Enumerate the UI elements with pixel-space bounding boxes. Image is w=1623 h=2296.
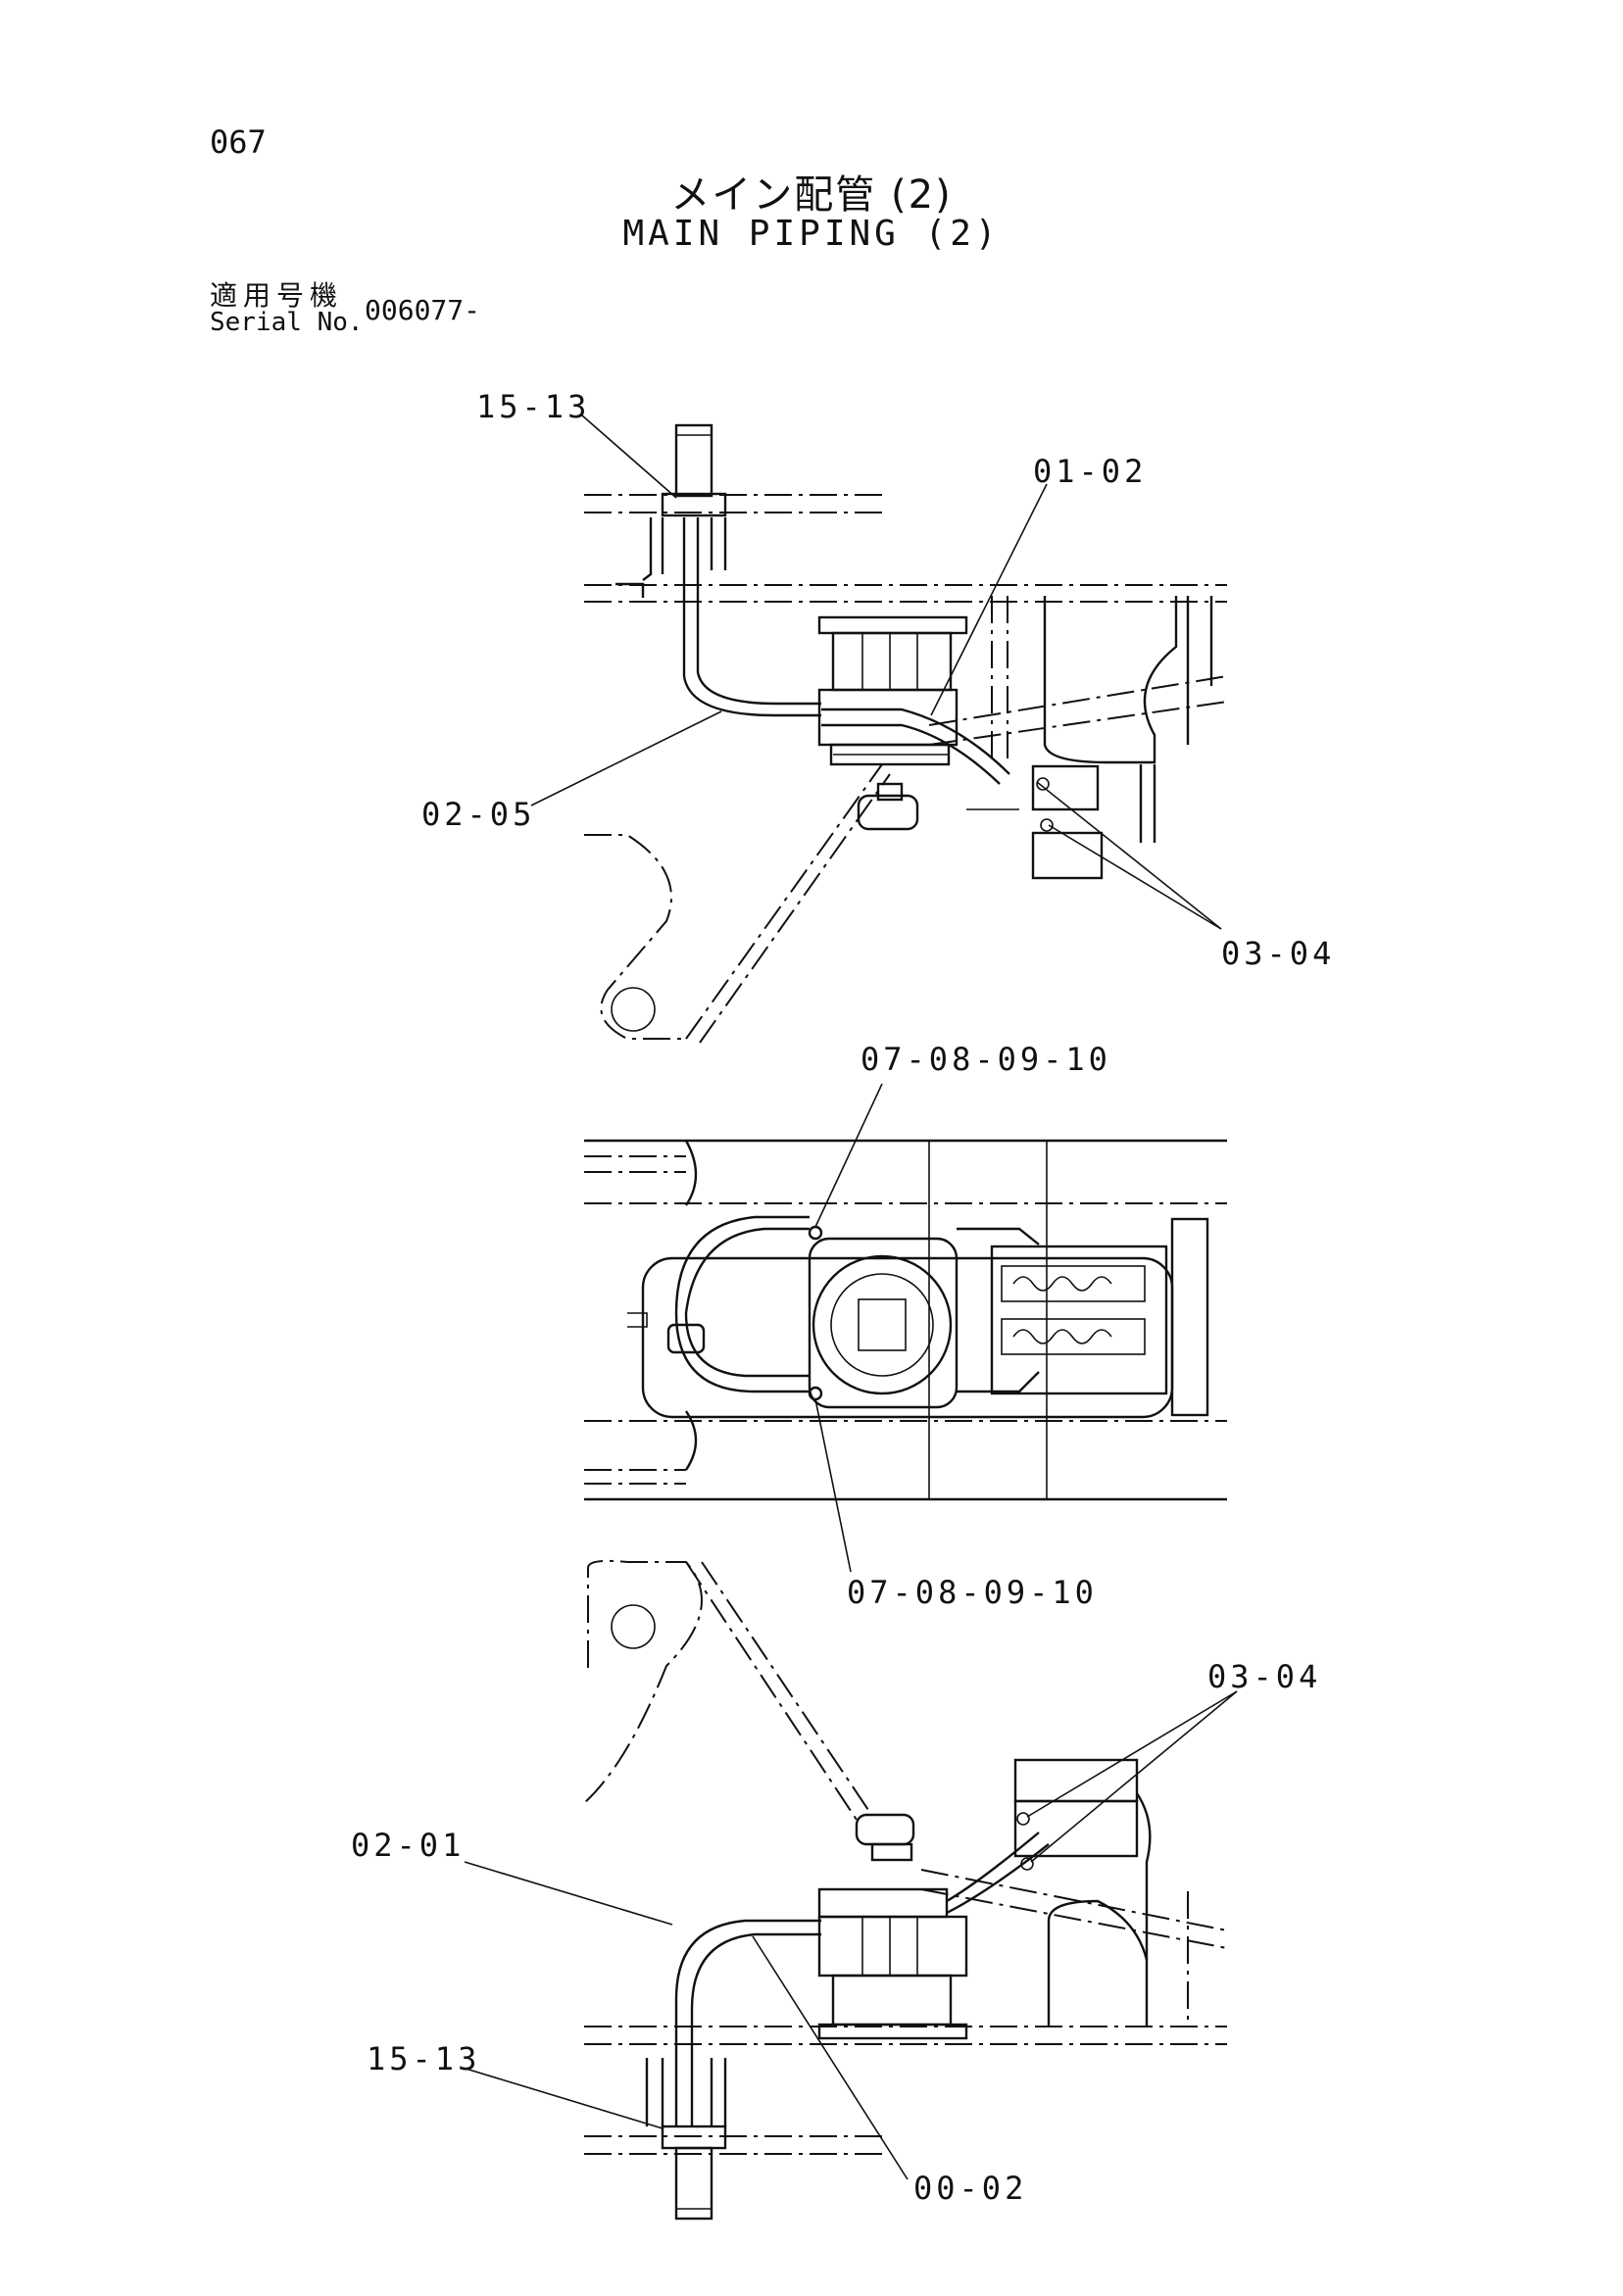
page-number: 067 bbox=[210, 123, 267, 161]
callout-07-08-09-10-lower: 07-08-09-10 bbox=[847, 1574, 1098, 1611]
serial-label-japanese: 適用号機 bbox=[210, 279, 344, 312]
callout-02-05-top: 02-05 bbox=[421, 796, 536, 833]
serial-number-value: 006077- bbox=[365, 294, 481, 326]
title-english: MAIN PIPING (2) bbox=[622, 214, 1001, 254]
middle-view bbox=[584, 1139, 1227, 1501]
callout-15-13-bottom: 15-13 bbox=[367, 2040, 481, 2077]
leader-lines bbox=[462, 415, 1238, 2180]
callout-03-04-bottom: 03-04 bbox=[1207, 1658, 1322, 1695]
callout-03-04-top: 03-04 bbox=[1221, 935, 1336, 972]
callout-01-02-top: 01-02 bbox=[1033, 453, 1148, 490]
callout-07-08-09-10-upper: 07-08-09-10 bbox=[861, 1041, 1111, 1078]
callout-15-13-top: 15-13 bbox=[476, 388, 591, 425]
bottom-view bbox=[583, 1559, 1228, 2221]
title-japanese: メイン配管 (2) bbox=[670, 172, 953, 218]
top-view bbox=[584, 423, 1228, 1044]
callout-02-01-bottom: 02-01 bbox=[351, 1827, 466, 1864]
serial-label-english: Serial No. bbox=[210, 308, 364, 337]
callout-00-02-bottom: 00-02 bbox=[913, 2170, 1028, 2207]
